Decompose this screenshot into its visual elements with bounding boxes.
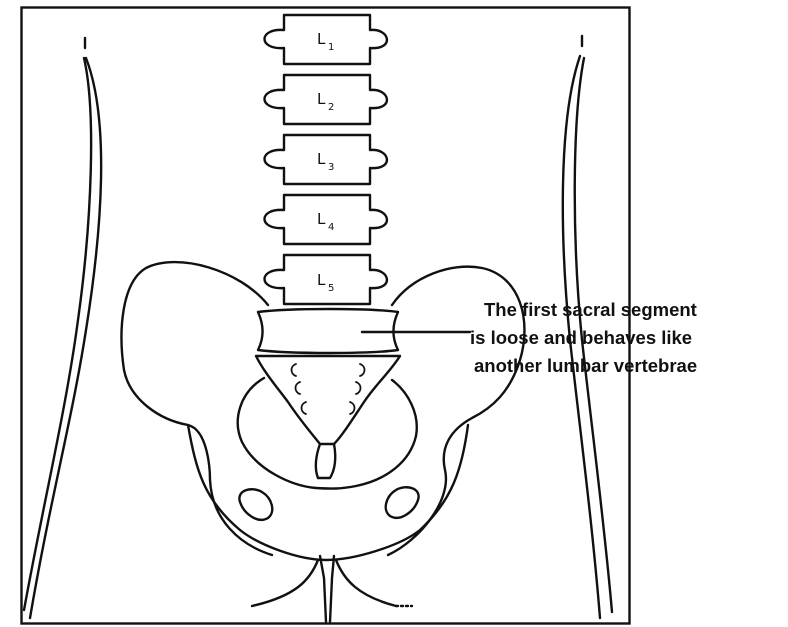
lower-pelvis-outline <box>188 425 468 560</box>
vertebra-label-l2: L <box>317 90 326 108</box>
vertebra-sub-l5: 5 <box>328 283 334 294</box>
vertebra-label-l3: L <box>317 150 326 168</box>
annotation-line-2: is loose and behaves like <box>470 327 692 348</box>
left-obturator-foramen <box>239 489 272 520</box>
left-iliac-wing <box>122 262 272 555</box>
right-obturator-foramen <box>386 487 419 518</box>
vertebra-sub-l1: 1 <box>328 42 334 53</box>
sacrum <box>256 356 400 444</box>
vertebra-label-l5: L <box>317 271 326 289</box>
annotation: The first sacral segment is loose and be… <box>470 299 697 376</box>
lumbar-vertebrae <box>265 15 387 304</box>
pelvic-inner-rim <box>238 378 417 489</box>
vertebra-sub-l4: 4 <box>328 222 334 233</box>
gluteal-lines <box>252 556 412 622</box>
vertebra-l1 <box>265 15 387 64</box>
vertebra-l4 <box>265 195 387 244</box>
annotation-line-1: The first sacral segment <box>484 299 697 320</box>
left-flank-outline <box>24 38 101 618</box>
vertebra-l3 <box>265 135 387 184</box>
vertebra-l5 <box>265 255 387 304</box>
vertebra-l2 <box>265 75 387 124</box>
vertebra-label-l1: L <box>317 30 326 48</box>
vertebra-sub-l3: 3 <box>328 162 334 173</box>
vertebra-sub-l2: 2 <box>328 102 334 113</box>
sacral-foramina <box>292 364 365 414</box>
vertebra-label-l4: L <box>317 210 326 228</box>
coccyx <box>316 444 335 478</box>
annotation-line-3: another lumbar vertebrae <box>474 355 697 376</box>
